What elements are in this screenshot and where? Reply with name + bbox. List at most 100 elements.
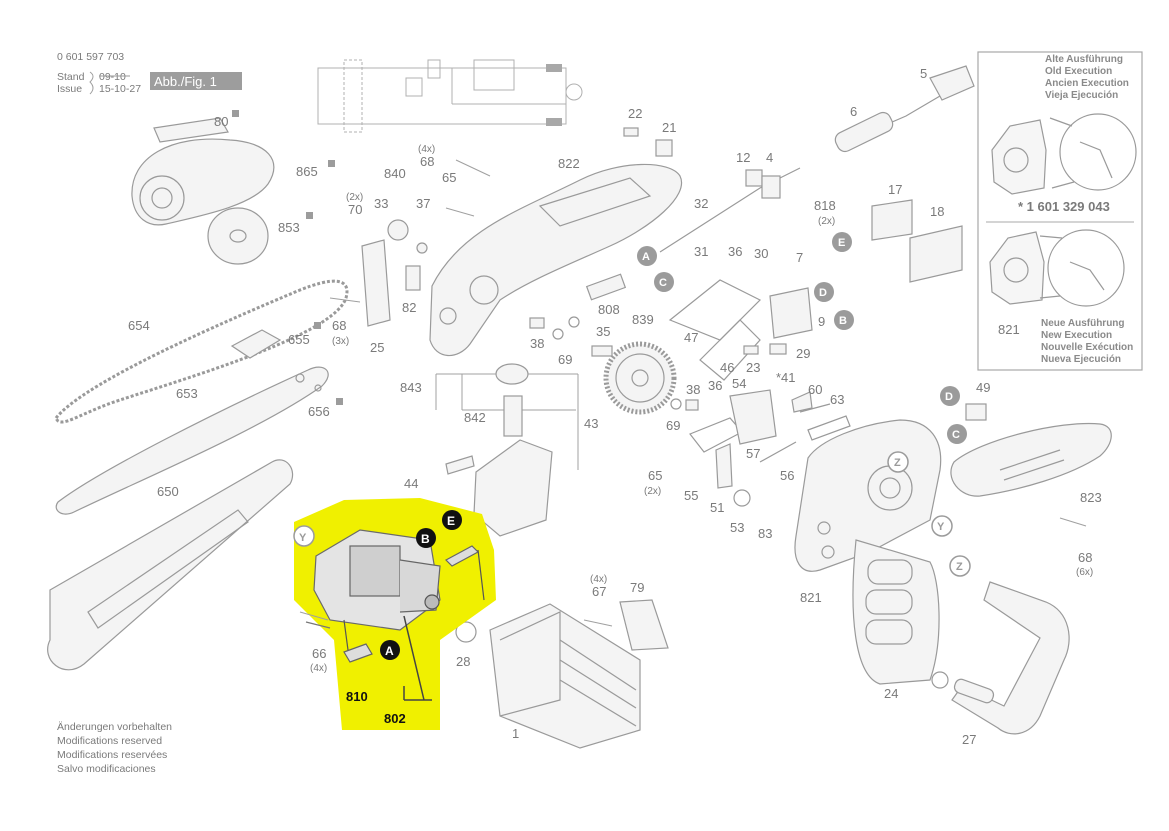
- part-7: 7: [796, 250, 803, 265]
- part-650: 650: [157, 484, 179, 499]
- part-47: 47: [684, 330, 698, 345]
- inset-new-2: New Execution: [1041, 330, 1112, 341]
- callout-y1: Y: [931, 515, 953, 537]
- part-41: *41: [776, 370, 796, 385]
- inset-old-3: Ancien Execution: [1045, 78, 1129, 89]
- part-822: 822: [558, 156, 580, 171]
- power-cord: [623, 65, 975, 253]
- fig-badge-bg: [150, 72, 242, 90]
- oil-tank-group: [435, 363, 579, 537]
- date-new: 15-10-27: [99, 83, 141, 95]
- marker-y-outline: Y: [293, 525, 315, 547]
- part-821: 821: [800, 590, 822, 605]
- stand-label: Stand: [57, 71, 85, 83]
- issue-label: Issue: [57, 83, 82, 95]
- inset-part-821: 821: [998, 322, 1020, 337]
- part-70: 70: [348, 202, 362, 217]
- part-656: 656: [308, 404, 330, 419]
- footer-notes: Änderungen vorbehalten Modifications res…: [57, 721, 172, 775]
- callout-b1: B: [834, 310, 854, 330]
- inset-new-4: Nueva Ejecución: [1041, 354, 1121, 365]
- part-70-qty: (2x): [346, 192, 363, 203]
- svg-text:Z: Z: [956, 561, 963, 573]
- saw-chain: [54, 279, 349, 424]
- part-17: 17: [888, 182, 902, 197]
- brake-parts: [670, 389, 851, 507]
- note-fr: Modifications reservées: [57, 749, 167, 761]
- inset-old-4: Vieja Ejecución: [1045, 90, 1118, 101]
- part-843: 843: [400, 380, 422, 395]
- part-818-qty: (2x): [818, 216, 835, 227]
- part-69b: 69: [666, 418, 680, 433]
- part-32: 32: [694, 196, 708, 211]
- svg-text:E: E: [447, 514, 455, 528]
- part-27: 27: [962, 732, 976, 747]
- part-5: 5: [920, 66, 927, 81]
- part-68c-qty: (6x): [1076, 567, 1093, 578]
- part-1: 1: [512, 726, 519, 741]
- part-56: 56: [780, 468, 794, 483]
- inset-panel: Alte Ausführung Old Execution Ancien Exe…: [977, 51, 1143, 371]
- callout-d1: D: [814, 282, 834, 302]
- part-65b: 65: [648, 468, 662, 483]
- svg-text:A: A: [642, 251, 650, 263]
- callout-e1: E: [832, 232, 852, 252]
- callout-a1: A: [637, 246, 657, 266]
- part-54: 54: [732, 376, 746, 391]
- note-es: Salvo modificaciones: [57, 763, 156, 775]
- motor-highlight-802: 810 802 A B E Y: [293, 498, 496, 730]
- part-36a: 36: [728, 244, 742, 259]
- part-68a-qty: (4x): [418, 144, 435, 155]
- note-en: Modifications reserved: [57, 735, 162, 747]
- part-51: 51: [710, 500, 724, 515]
- inset-old-1: Alte Ausführung: [1045, 54, 1123, 65]
- cover-823: [950, 403, 1112, 527]
- part-79: 79: [630, 580, 644, 595]
- part-49: 49: [976, 380, 990, 395]
- part-60: 60: [808, 382, 822, 397]
- inset-old-2: Old Execution: [1045, 66, 1112, 77]
- part-80: 80: [214, 114, 228, 129]
- old-execution-housing: [991, 113, 1137, 195]
- part-44: 44: [404, 476, 418, 491]
- part-65a: 65: [442, 170, 456, 185]
- part-68a: 68: [420, 154, 434, 169]
- inset-new-3: Nouvelle Exécution: [1041, 342, 1133, 353]
- svg-text:Y: Y: [299, 532, 307, 544]
- part-29: 29: [796, 346, 810, 361]
- callout-c1: C: [654, 272, 674, 292]
- part-25: 25: [370, 340, 384, 355]
- part-46: 46: [720, 360, 734, 375]
- plate-79: [583, 599, 669, 651]
- part-67-qty: (4x): [590, 574, 607, 585]
- marker-e-black: E: [442, 510, 462, 530]
- small-parts-mid: [529, 273, 627, 357]
- part-21: 21: [662, 120, 676, 135]
- part-865: 865: [296, 164, 318, 179]
- part-83: 83: [758, 526, 772, 541]
- svg-text:D: D: [819, 287, 827, 299]
- label-810: 810: [346, 689, 368, 704]
- note-de: Änderungen vorbehalten: [57, 721, 172, 733]
- marker-a-black: A: [380, 640, 400, 660]
- callout-z2: Z: [949, 555, 971, 577]
- part-28: 28: [456, 654, 470, 669]
- svg-text:C: C: [659, 277, 667, 289]
- part-33: 33: [374, 196, 388, 211]
- part-68c: 68: [1078, 550, 1092, 565]
- part-67: 67: [592, 584, 606, 599]
- part-38a: 38: [530, 336, 544, 351]
- callout-c2: C: [947, 424, 967, 444]
- svg-text:Z: Z: [894, 457, 901, 469]
- inset-part-number: * 1 601 329 043: [1018, 199, 1110, 214]
- guide-bar-plate: [55, 329, 329, 515]
- part-55: 55: [684, 488, 698, 503]
- part-839: 839: [632, 312, 654, 327]
- hand-guard-24: [852, 539, 949, 689]
- part-22: 22: [628, 106, 642, 121]
- part-68b-qty: (3x): [332, 336, 349, 347]
- part-63: 63: [830, 392, 844, 407]
- part-818: 818: [814, 198, 836, 213]
- part-4: 4: [766, 150, 773, 165]
- svg-text:A: A: [385, 644, 394, 658]
